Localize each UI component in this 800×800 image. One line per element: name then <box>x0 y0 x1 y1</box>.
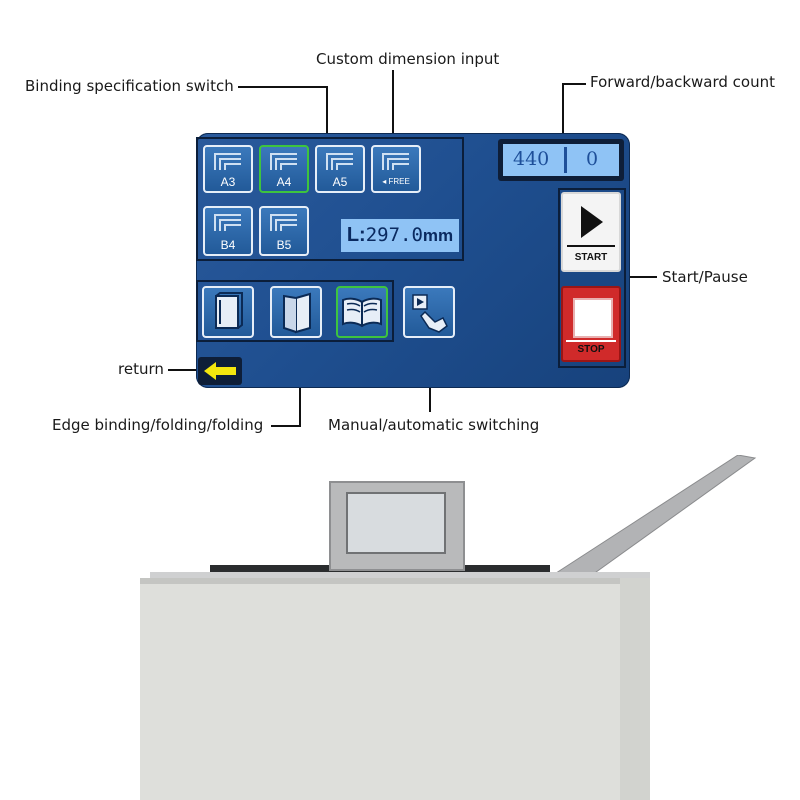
length-value: 297.0 <box>365 224 423 246</box>
backward-count: 0 <box>586 148 599 170</box>
back-arrow-icon <box>204 362 236 380</box>
length-prefix: L: <box>346 224 366 246</box>
paper-size-free-button[interactable]: ◂ FREE <box>371 145 421 193</box>
count-divider <box>564 147 567 173</box>
paper-size-b5-button[interactable]: B5 <box>259 206 309 256</box>
paper-stack-icon <box>214 153 241 170</box>
folded-book-icon <box>283 292 311 334</box>
count-display: 440 0 <box>498 139 624 181</box>
paper-size-label: ◂ FREE <box>382 177 410 186</box>
callout-start-pause: Start/Pause <box>662 268 748 286</box>
stop-square-icon <box>573 298 613 338</box>
paper-size-a3-button[interactable]: A3 <box>203 145 253 193</box>
paper-size-group <box>196 137 464 261</box>
edge-binding-button[interactable] <box>202 286 254 338</box>
length-display[interactable]: L:297.0mm <box>341 219 459 252</box>
paper-size-a4-button[interactable]: A4 <box>259 145 309 193</box>
paper-stack-icon <box>214 214 241 231</box>
binding-mode-group <box>196 280 394 342</box>
stop-button[interactable]: STOP <box>561 286 621 362</box>
open-book-icon <box>342 297 382 328</box>
paper-size-label: B5 <box>276 238 292 252</box>
paper-stack-icon <box>270 214 297 231</box>
paper-size-label: B4 <box>220 238 236 252</box>
paper-stack-icon <box>382 153 409 170</box>
binding-machine-photo <box>140 455 757 800</box>
edge-binding-book-icon <box>215 292 243 329</box>
return-button[interactable] <box>198 357 242 385</box>
hand-touch-icon <box>412 294 448 333</box>
stop-divider <box>566 340 616 342</box>
paper-size-label: A3 <box>220 175 236 189</box>
paper-size-b4-button[interactable]: B4 <box>203 206 253 256</box>
callout-forward-backward: Forward/backward count <box>590 73 775 91</box>
manual-auto-button[interactable] <box>403 286 455 338</box>
paper-stack-icon <box>270 153 297 170</box>
count-display-screen: 440 0 <box>503 144 619 176</box>
paper-size-a5-button[interactable]: A5 <box>315 145 365 193</box>
folding-open-button[interactable] <box>336 286 388 338</box>
folding-button[interactable] <box>270 286 322 338</box>
callout-edge-binding: Edge binding/folding/folding <box>52 416 264 434</box>
play-icon <box>581 206 603 238</box>
callout-return: return <box>118 360 164 378</box>
paper-size-label: A5 <box>332 175 348 189</box>
forward-count: 440 <box>513 148 550 170</box>
paper-size-label: A4 <box>276 175 292 189</box>
start-stop-group <box>558 188 626 368</box>
paper-stack-icon <box>326 153 353 170</box>
start-label: START <box>574 252 608 263</box>
callout-binding-spec: Binding specification switch <box>25 77 234 95</box>
start-divider <box>567 245 615 247</box>
stop-label: STOP <box>577 344 605 355</box>
callout-custom-dimension: Custom dimension input <box>316 50 500 68</box>
start-button[interactable]: START <box>561 192 621 272</box>
length-unit: mm <box>422 226 454 245</box>
callout-manual-auto: Manual/automatic switching <box>328 416 540 434</box>
